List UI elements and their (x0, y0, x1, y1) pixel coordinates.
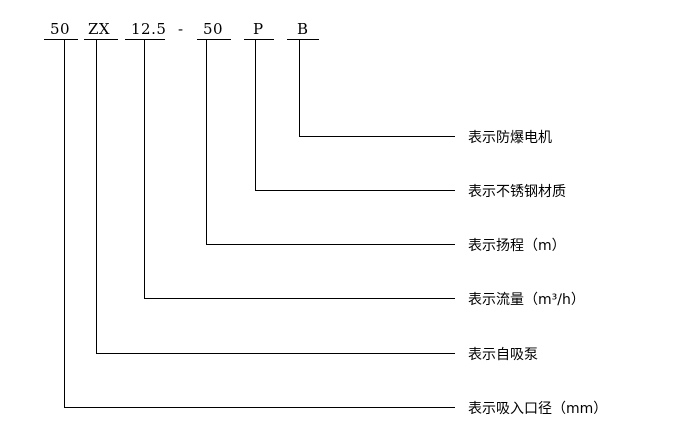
desc-stainless-steel: 表示不锈钢材质 (468, 184, 566, 200)
underline-motor (287, 39, 319, 40)
underline-head (197, 39, 231, 40)
code-part-pump-type: ZX (88, 20, 111, 38)
code-part-diameter: 50 (50, 20, 71, 38)
leader-motor (299, 40, 455, 137)
leader-diameter (64, 40, 455, 408)
code-part-flow: 12.5 (131, 20, 167, 38)
underline-diameter (44, 39, 78, 40)
leader-head (206, 40, 455, 245)
leader-pump-type (96, 40, 455, 354)
underline-pump-type (84, 39, 118, 40)
underline-flow (125, 39, 165, 40)
desc-inlet-diameter: 表示吸入口径（mm） (468, 401, 608, 417)
leader-flow (144, 40, 455, 299)
desc-head: 表示扬程（m） (468, 238, 566, 254)
desc-explosion-proof-motor: 表示防爆电机 (468, 130, 552, 146)
underline-material (244, 39, 274, 40)
code-part-motor: B (297, 20, 309, 38)
desc-flow: 表示流量（m³/h） (468, 292, 585, 308)
code-part-dash: - (178, 20, 184, 38)
code-part-material: P (253, 20, 264, 38)
code-part-head: 50 (203, 20, 224, 38)
leader-material (255, 40, 455, 191)
desc-self-priming: 表示自吸泵 (468, 347, 538, 363)
